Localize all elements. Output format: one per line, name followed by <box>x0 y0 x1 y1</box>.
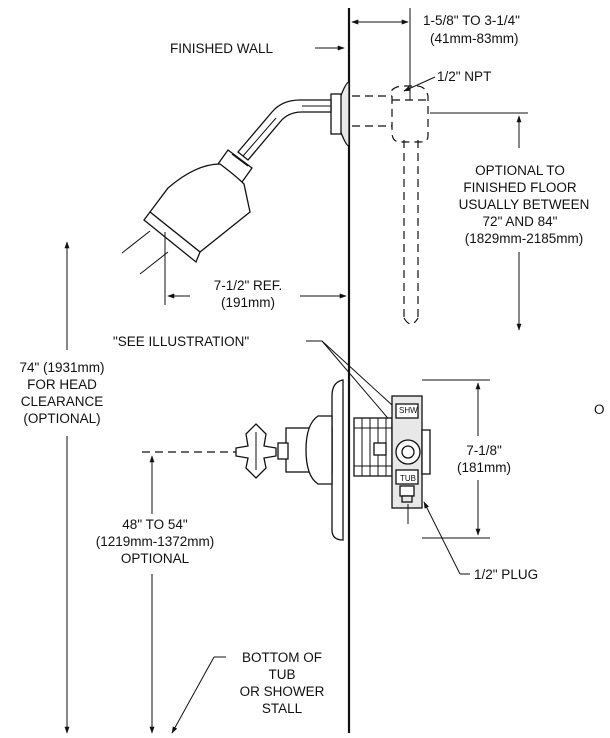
valve-tub-text: TUB <box>400 474 416 483</box>
offset-range-mm-label: (41mm-83mm) <box>430 31 519 46</box>
handle-height-dimension: 48" TO 54" (1219mm-1372mm) OPTIONAL <box>96 455 215 734</box>
head-clearance-line3: CLEARANCE <box>21 394 104 409</box>
valve-height-dimension: 7-1/8" (181mm) <box>422 379 511 539</box>
handle-height-line2: (1219mm-1372mm) <box>96 534 215 549</box>
see-illustration-label: "SEE ILLUSTRATION" <box>113 334 249 349</box>
optional-floor-line5: (1829mm-2185mm) <box>465 231 584 246</box>
tub-bottom-callout: BOTTOM OF TUB OR SHOWER STALL <box>171 650 325 734</box>
head-clearance-line2: FOR HEAD <box>27 377 97 392</box>
shower-arm <box>237 99 332 161</box>
ref-length-dimension: 7-1/2" REF. (191mm) <box>167 273 347 313</box>
drop-elbow <box>352 85 429 325</box>
see-illustration-callout: "SEE ILLUSTRATION" <box>113 334 405 431</box>
shower-head <box>121 149 253 305</box>
ref-length-mm-label: (191mm) <box>221 295 275 310</box>
optional-floor-line1: OPTIONAL TO <box>475 163 565 178</box>
head-clearance-line1: 74" (1931mm) <box>19 360 104 375</box>
handle-height-line1: 48" TO 54" <box>122 517 188 532</box>
offset-range-label: 1-5/8" TO 3-1/4" <box>423 13 520 28</box>
cross-handle <box>235 423 277 479</box>
finished-wall-label: FINISHED WALL <box>170 41 274 56</box>
npt-label: 1/2" NPT <box>437 69 491 84</box>
tub-line4: STALL <box>262 701 303 716</box>
cut-off-letter: O <box>594 402 605 417</box>
npt-callout: 1/2" NPT <box>403 69 491 92</box>
optional-floor-line3: USUALLY BETWEEN <box>459 197 590 212</box>
offset-dimension: 1-5/8" TO 3-1/4" (41mm-83mm) <box>351 8 520 100</box>
optional-floor-line4: 72" AND 84" <box>483 214 558 229</box>
optional-floor-line2: FINISHED FLOOR <box>463 180 577 195</box>
tub-line1: BOTTOM OF <box>242 650 322 665</box>
floor-height-dimension: OPTIONAL TO FINISHED FLOOR USUALLY BETWE… <box>430 112 590 331</box>
valve-stem-housing <box>277 415 333 485</box>
handle-height-line3: OPTIONAL <box>121 551 190 566</box>
plug-callout: 1/2" PLUG <box>407 501 538 582</box>
head-clearance-dimension: 74" (1931mm) FOR HEAD CLEARANCE (OPTIONA… <box>19 241 105 734</box>
valve-body: SHW TUB <box>353 395 431 509</box>
valve-height-label: 7-1/8" <box>466 443 502 458</box>
plug-label: 1/2" PLUG <box>474 567 538 582</box>
tub-line3: OR SHOWER <box>240 684 325 699</box>
shower-flange <box>330 81 350 147</box>
valve-shw-text: SHW <box>399 406 418 415</box>
ref-length-label: 7-1/2" REF. <box>214 278 283 293</box>
tub-line2: TUB <box>269 667 296 682</box>
finished-wall-callout: FINISHED WALL <box>170 41 345 56</box>
head-clearance-line4: (OPTIONAL) <box>23 411 100 426</box>
valve-height-mm-label: (181mm) <box>457 460 511 475</box>
valve-escutcheon <box>331 379 344 541</box>
